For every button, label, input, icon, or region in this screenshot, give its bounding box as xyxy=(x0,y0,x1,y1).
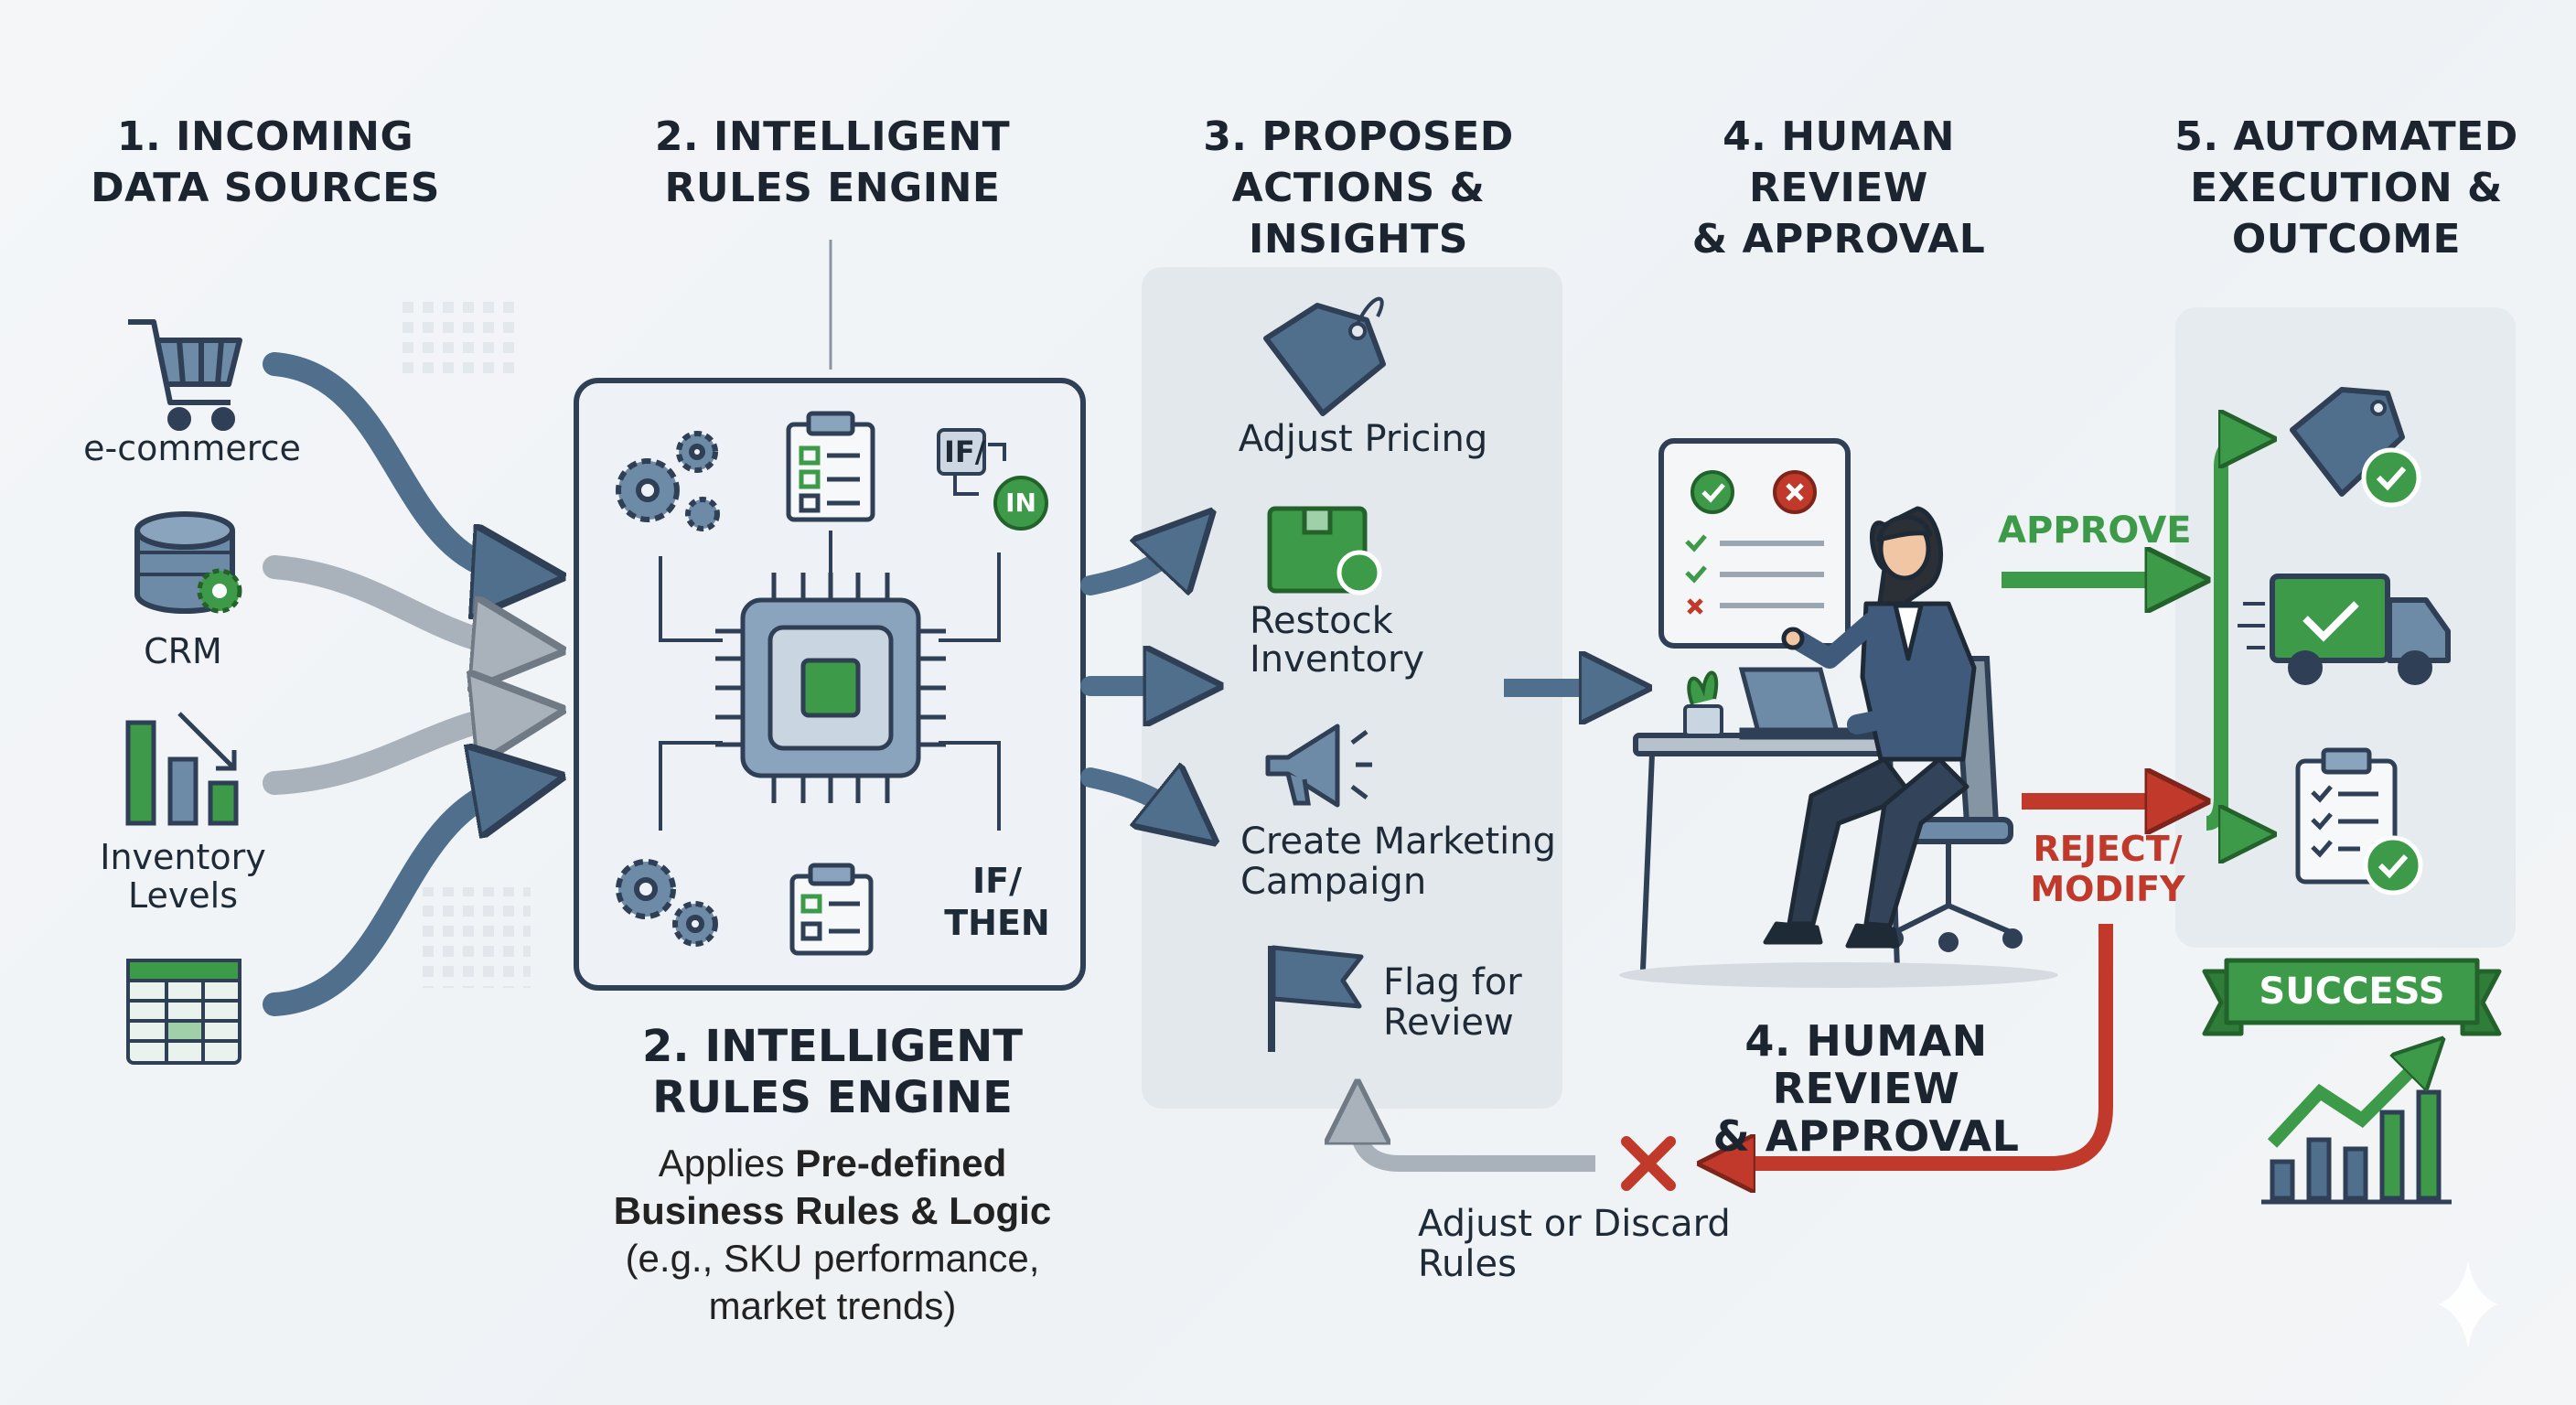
office-chair xyxy=(1884,656,2023,952)
source-inventory-label: Inventory Levels xyxy=(100,837,266,916)
step-4-title: 4. HUMAN REVIEW & APPROVAL xyxy=(1691,113,1986,263)
plant-icon xyxy=(1683,670,1723,737)
engine-desc-rest: (e.g., SKU performance, market trends) xyxy=(625,1237,1040,1327)
success-label: SUCCESS xyxy=(2259,971,2445,1013)
step-1-title: 1. INCOMING DATA SOURCES xyxy=(91,113,440,211)
gear-icon xyxy=(197,568,242,614)
engine-circuit-lines xyxy=(659,531,1001,831)
flag-icon xyxy=(1268,945,1364,1052)
review-title-bottom: 4. HUMAN REVIEW & APPROVAL xyxy=(1712,1016,2020,1161)
discard-x-icon xyxy=(1621,1136,1676,1191)
growth-chart-icon xyxy=(2261,1054,2452,1205)
arrow-spreadsheet xyxy=(263,783,523,1016)
step-3-title: 3. PROPOSED ACTIONS & INSIGHTS xyxy=(1203,113,1514,263)
engine-description: Applies Pre-defined Business Rules & Log… xyxy=(549,1140,1116,1330)
inventory-chart-icon xyxy=(125,712,239,826)
engine-desc-prefix: Applies xyxy=(658,1142,796,1185)
floor-shadow xyxy=(1619,962,2058,988)
delivery-truck-icon xyxy=(2238,574,2451,685)
monitor-icon xyxy=(1658,438,1851,649)
box-icon xyxy=(1267,506,1382,595)
approve-label: APPROVE xyxy=(1998,509,2192,552)
source-ecommerce-label: e-commerce xyxy=(83,428,301,468)
megaphone-icon xyxy=(1265,724,1372,808)
gears-icon xyxy=(616,431,720,531)
execution-branch-arrow-down xyxy=(2214,750,2250,834)
action-restock-label: Restock Inventory xyxy=(1250,600,1425,681)
checklist-icon-bottom xyxy=(789,863,874,956)
if-then-label: IF/ THEN xyxy=(944,861,1050,943)
reject-loop-arrow xyxy=(1723,924,2113,1164)
if-label: IF/ xyxy=(944,434,986,469)
engine-output-arrows xyxy=(1080,536,1189,821)
step-2-title: 2. INTELLIGENT RULES ENGINE xyxy=(654,113,1011,211)
arrow-ecommerce xyxy=(263,352,523,574)
adjust-rules-label: Adjust or Discard Rules xyxy=(1418,1203,1731,1285)
step-5-title: 5. AUTOMATED EXECUTION & OUTCOME xyxy=(2174,113,2518,263)
reviewer-person xyxy=(1763,506,1977,949)
reject-label: REJECT/ MODIFY xyxy=(2030,829,2185,909)
gears-icon-bottom xyxy=(616,859,718,947)
chip-pins xyxy=(715,573,946,803)
if-in-icon xyxy=(937,428,1048,531)
engine-desc-bold: Pre-defined Business Rules & Logic xyxy=(613,1142,1052,1232)
adjust-rules-arrow xyxy=(1358,1109,1595,1172)
source-crm-label: CRM xyxy=(144,631,222,671)
action-pricing-label: Adjust Pricing xyxy=(1238,418,1488,460)
sparkle-icon xyxy=(2439,1260,2497,1348)
clipboard-done-icon xyxy=(2295,747,2423,896)
action-marketing-label: Create Marketing Campaign xyxy=(1240,820,1556,903)
decorative-dots xyxy=(393,293,531,988)
actions-panel xyxy=(1142,267,1562,1109)
arrow-inventory xyxy=(263,713,523,795)
discount-tag-icon xyxy=(2290,387,2421,508)
engine-title: 2. INTELLIGENT RULES ENGINE xyxy=(641,1021,1024,1123)
price-tag-icon xyxy=(1263,296,1386,416)
in-label: IN xyxy=(1005,488,1036,518)
success-ribbon xyxy=(2202,958,2502,1036)
spreadsheet-icon xyxy=(126,959,242,1065)
action-flag-label: Flag for Review xyxy=(1383,961,1522,1044)
input-arrows xyxy=(263,352,523,1016)
shopping-cart-icon xyxy=(128,319,242,431)
checklist-icon xyxy=(786,411,875,522)
arrow-crm xyxy=(263,555,523,648)
cpu-chip-icon xyxy=(740,597,921,778)
